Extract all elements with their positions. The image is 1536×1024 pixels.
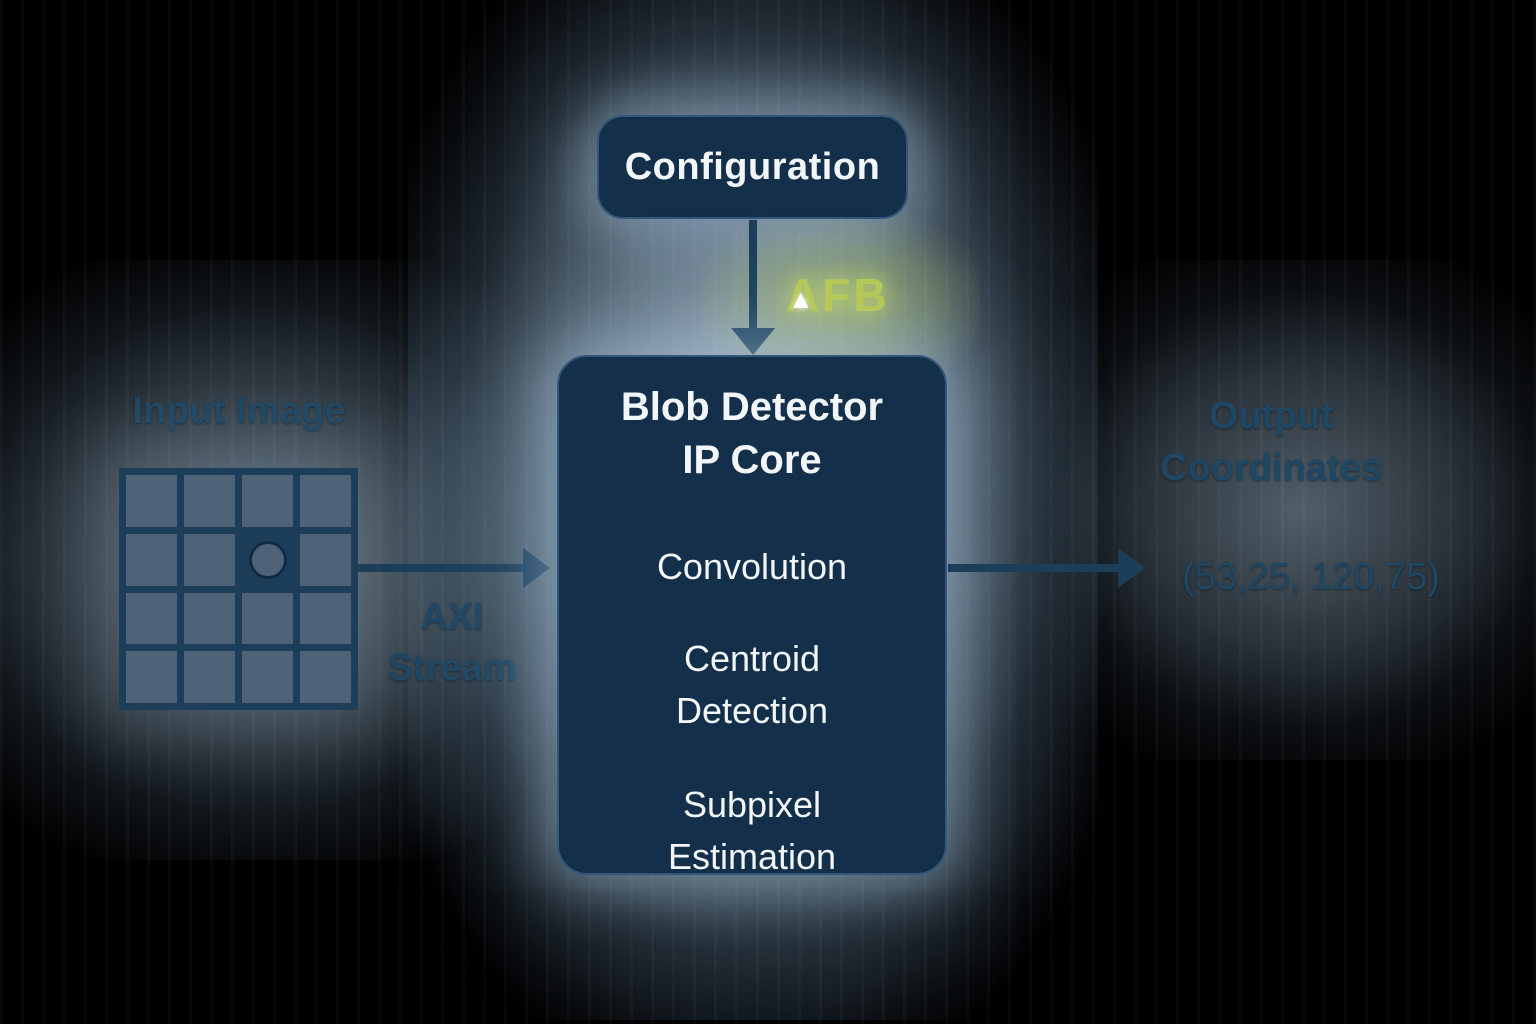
- grid-cell: [242, 651, 293, 703]
- grid-cell: [300, 651, 351, 703]
- output-coordinates-value: (53,25, 120,75): [1182, 556, 1440, 598]
- grid-cell: [184, 651, 235, 703]
- blob-dot: [248, 540, 287, 579]
- grid-cell: [184, 592, 235, 645]
- watermark: AFB ▲: [786, 268, 890, 322]
- grid-cell: [184, 533, 235, 586]
- core-title-line1: Blob Detector: [620, 385, 884, 429]
- stage-subpixel-estimation: Subpixel Estimation: [667, 784, 837, 878]
- axi-label-line2: Stream: [387, 647, 517, 690]
- arrow-shaft: [948, 564, 1120, 572]
- grid-cell: [126, 475, 177, 527]
- blob-detector-core-box: Blob Detector IP Core Convolution Centro…: [557, 355, 947, 877]
- stage-convolution: Convolution: [656, 545, 848, 587]
- core-title-line2: IP Core: [682, 437, 822, 482]
- axi-stream-arrow: [357, 548, 550, 588]
- arrow-shaft: [357, 564, 525, 572]
- grid-cell: [242, 475, 293, 527]
- arrow-shaft: [749, 220, 757, 330]
- grid-cell: [300, 475, 351, 527]
- configuration-label: Configuration: [624, 145, 881, 188]
- axi-stream-label: AXI Stream: [377, 592, 527, 695]
- core-title: Blob Detector IP Core: [621, 381, 883, 487]
- grid-cell: [126, 533, 177, 586]
- output-label-line1: Output: [1208, 395, 1334, 437]
- grid-cell: [300, 592, 351, 645]
- output-coordinates-label: Output Coordinates: [1140, 390, 1402, 495]
- grid-cell: [184, 475, 235, 527]
- input-image-grid: [119, 468, 358, 710]
- config-to-core-arrow: [731, 220, 775, 355]
- axi-label-line1: AXI: [420, 596, 484, 638]
- output-glow: [1020, 260, 1536, 760]
- grid-cell: [126, 592, 177, 645]
- output-label-line2: Coordinates: [1160, 447, 1382, 490]
- configuration-box: Configuration: [597, 115, 908, 219]
- arrow-right-head-icon: [523, 548, 550, 588]
- cursor-triangle-icon: ▲: [788, 284, 814, 314]
- stage-centroid-detection: Centroid Detection: [675, 637, 829, 731]
- grid-cell: [300, 533, 351, 586]
- arrow-down-head-icon: [731, 328, 775, 355]
- output-arrow: [948, 548, 1146, 588]
- grid-cell: [126, 651, 177, 703]
- grid-cell: [242, 533, 293, 586]
- arrow-right-head-icon: [1118, 548, 1145, 588]
- input-image-label: Input Image: [132, 390, 346, 432]
- grid-cell: [242, 592, 293, 645]
